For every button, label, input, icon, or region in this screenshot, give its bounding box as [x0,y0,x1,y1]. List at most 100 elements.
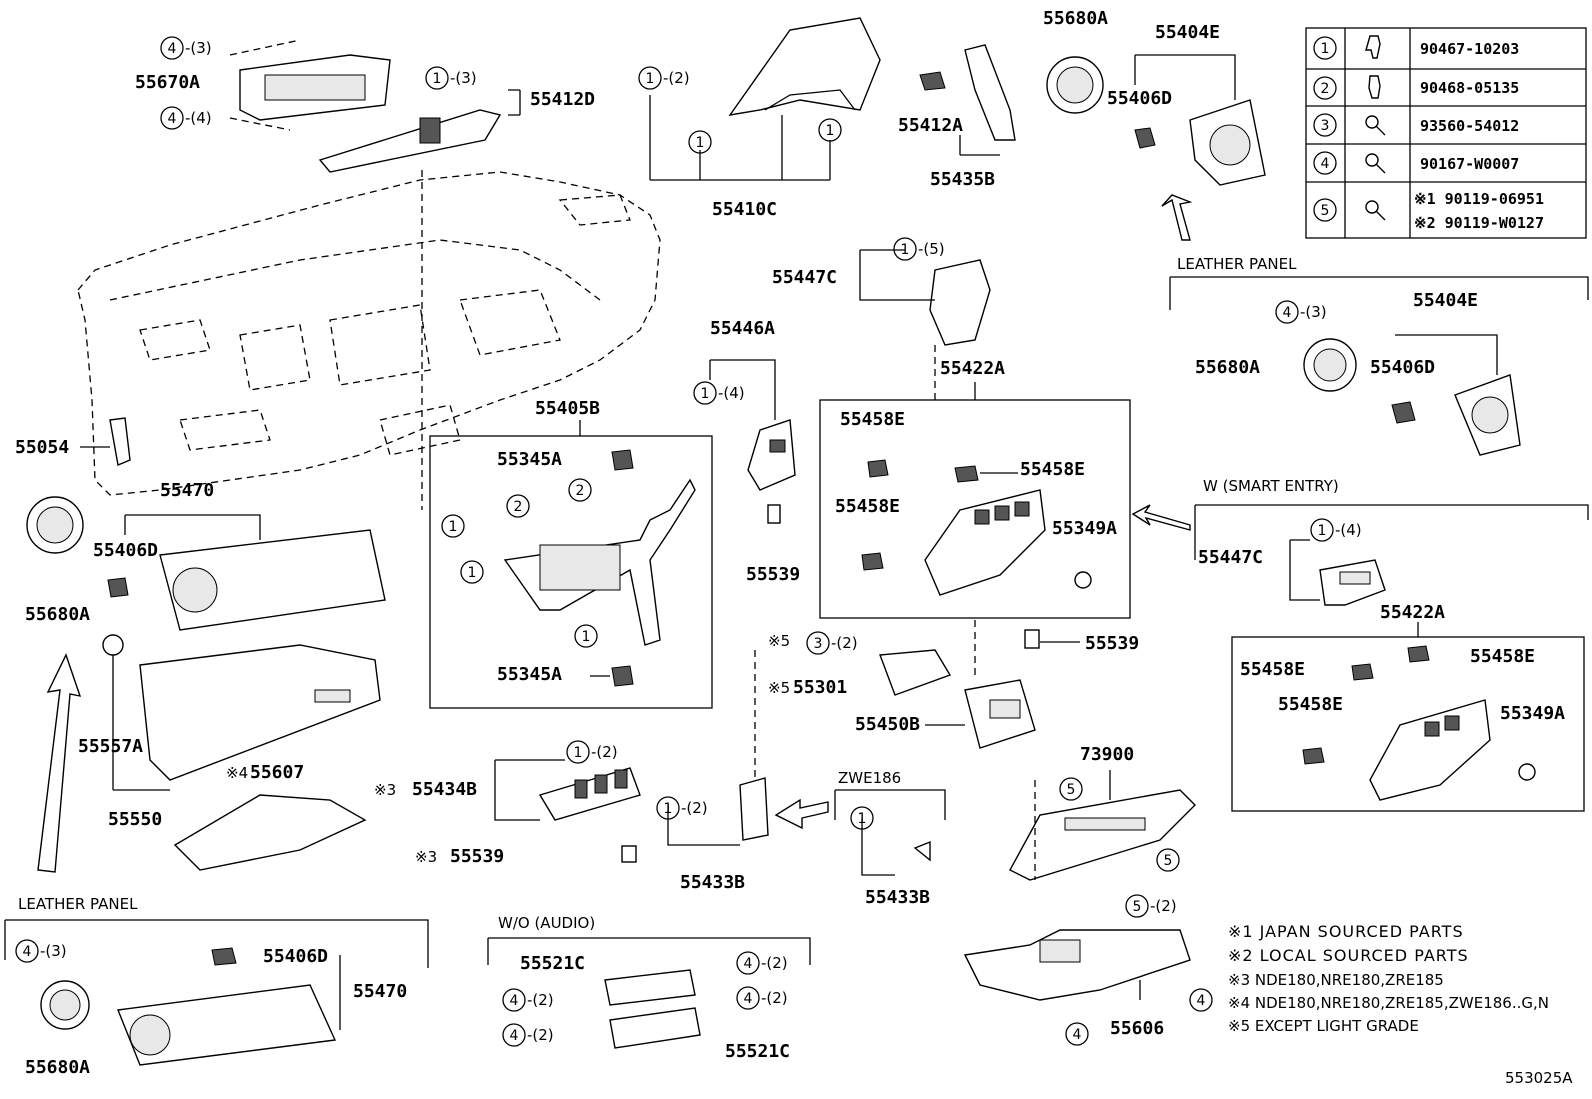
svg-text:-(2): -(2) [831,634,858,652]
part-55680A-leather[interactable]: 4 -(3) 55680A [1195,300,1357,392]
legend-part-5-japan: ※1 90119-06951 [1414,190,1544,208]
svg-text:1: 1 [582,629,591,645]
part-55404E-leather[interactable]: 55404E 55406D [1370,290,1521,456]
clip-icon [1368,75,1381,99]
part-55410C[interactable]: 1 -(2) 1 1 55410C [638,17,881,220]
part-55670A[interactable]: 55670A 4 -(3) 4 -(4) [135,36,391,131]
part-55435B[interactable]: 55412A 55435B [898,44,1016,190]
label-55557A: 55557A [78,736,143,757]
label-55349A-se: 55349A [1500,703,1565,724]
svg-text:4: 4 [510,993,519,1009]
part-55446A[interactable]: 1 -(4) 55446A 55539 [693,318,800,585]
label-55670A: 55670A [135,72,200,93]
label-55680A-leather: 55680A [1195,357,1260,378]
svg-text:1: 1 [858,811,867,827]
label-55433B-b: 55433B [865,887,930,908]
svg-text:-(2): -(2) [681,799,708,817]
part-55680A-top[interactable]: 55680A [1043,8,1108,114]
svg-text:1: 1 [901,242,910,258]
label-55539-a: 55539 [746,564,800,585]
svg-text:1: 1 [696,135,705,151]
part-55680A-left[interactable]: 55680A [25,496,90,625]
label-55458E-se1: 55458E [1470,646,1535,667]
footnote-2: ※2 LOCAL SOURCED PARTS [1228,946,1469,965]
figure-id: 553025A [1505,1069,1573,1087]
part-55412D[interactable]: 55412D 1 -(3) [318,66,595,510]
svg-text:-(4): -(4) [185,109,212,127]
part-55301[interactable]: 3 -(2) ※5 ※5 55301 [754,631,952,780]
label-55447C-smart: 55447C [1198,547,1263,568]
part-55404E-top[interactable]: 55404E 55406D [1107,22,1266,241]
svg-text:-(2): -(2) [761,989,788,1007]
part-55606[interactable]: 55606 4 4 [963,929,1213,1046]
svg-text:-(2): -(2) [527,1026,554,1044]
svg-text:5: 5 [1321,203,1330,219]
svg-text:※5: ※5 [768,679,790,697]
part-55450B[interactable]: 55450B [855,620,1036,749]
label-55301: 55301 [793,677,847,698]
label-55607: 55607 [250,762,304,783]
svg-text:-(2): -(2) [527,991,554,1009]
legend-part-2: 90468-05135 [1420,79,1519,97]
group-wo-audio: W/O (AUDIO) 55521C 4 -(2) 4 -(2) 4 -(2) … [487,914,811,1062]
svg-text:2: 2 [1321,81,1330,97]
label-leather-panel-bottom: LEATHER PANEL [18,895,138,913]
arrow-icon [1161,194,1193,241]
svg-text:4: 4 [1321,156,1330,172]
label-wo-audio: W/O (AUDIO) [498,914,595,932]
svg-text:4: 4 [1197,993,1206,1009]
svg-text:-(2): -(2) [591,743,618,761]
label-55405B: 55405B [535,398,600,419]
svg-text:3: 3 [814,636,823,652]
label-55345A-top: 55345A [497,449,562,470]
label-55422A-mid: 55422A [940,358,1005,379]
part-73900[interactable]: 73900 5 5 5 -(2) [1009,744,1196,918]
label-55422A-smart: 55422A [1380,602,1445,623]
label-55434B: 55434B [412,779,477,800]
svg-text:-(2): -(2) [1150,897,1177,915]
label-55406D-leather: 55406D [1370,357,1435,378]
svg-text:-(4): -(4) [718,384,745,402]
part-55470-bottom[interactable]: 55406D 55470 [117,946,407,1066]
part-55405B-panel[interactable] [503,478,696,646]
part-55521C-a[interactable]: 55521C 4 -(2) 4 -(2) [502,951,788,1012]
svg-text:-(4): -(4) [1335,521,1362,539]
svg-text:4: 4 [1073,1027,1082,1043]
part-55521C-b[interactable]: 4 -(2) 4 -(2) 55521C [502,986,790,1062]
svg-text:※3: ※3 [374,781,396,799]
svg-text:4: 4 [744,956,753,972]
label-55539-c: 55539 [450,846,504,867]
part-55434B[interactable]: 1 -(2) 55434B ※3 [374,740,641,821]
footnote-5: ※5 EXCEPT LIGHT GRADE [1228,1017,1419,1035]
label-55470-bottom: 55470 [353,981,407,1002]
label-55680A-top: 55680A [1043,8,1108,29]
svg-text:4: 4 [168,41,177,57]
part-55470-top[interactable]: 55470 55406D [93,480,386,631]
label-55404E-leather: 55404E [1413,290,1478,311]
part-55607[interactable]: 55607 ※4 [173,762,367,871]
label-55458E-c: 55458E [835,496,900,517]
part-55550-glovebox[interactable]: 55557A 55550 [78,634,381,830]
part-55539-b[interactable] [1024,629,1040,649]
label-55458E-se2: 55458E [1240,659,1305,680]
svg-text:1: 1 [574,745,583,761]
legend-row-4: 4 90167-W0007 [1313,151,1519,175]
part-55422A-bezel[interactable] [924,489,1046,596]
part-55422A-smart-bezel[interactable] [1369,699,1491,801]
footnotes: ※1 JAPAN SOURCED PARTS ※2 LOCAL SOURCED … [1228,922,1549,1035]
svg-text:-(3): -(3) [40,942,67,960]
part-55539-c[interactable] [621,845,637,863]
group-55422A-smart: 55422A 55458E 55458E 55458E 55349A [1231,602,1585,812]
legend-row-1: 1 90467-10203 [1313,35,1519,60]
svg-text:-(2): -(2) [761,954,788,972]
part-55054[interactable]: 55054 [15,417,131,466]
part-55447C[interactable]: 1 -(5) 55447C [772,237,991,400]
label-55450B: 55450B [855,714,920,735]
part-55447C-smart[interactable]: 1 -(4) 55447C [1198,518,1386,606]
svg-text:※4: ※4 [226,764,248,782]
part-55680A-bottom[interactable]: 4 -(3) 55680A [15,939,90,1078]
part-55433B-a[interactable]: 1 -(2) 55433B [656,777,769,893]
svg-text:4: 4 [744,991,753,1007]
svg-text:5: 5 [1067,782,1076,798]
